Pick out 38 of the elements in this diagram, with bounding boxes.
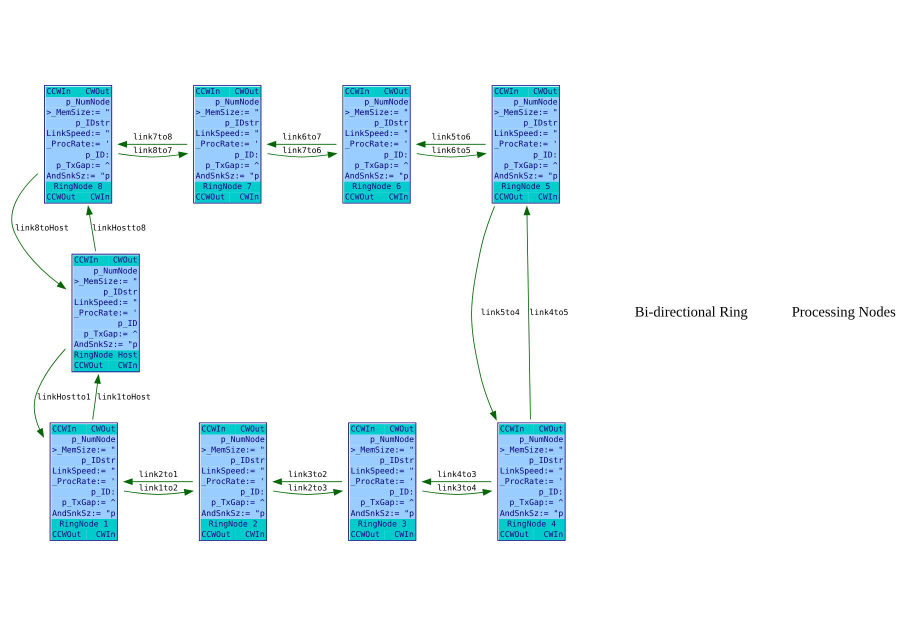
- edge-label: link5to4: [480, 306, 520, 317]
- label: Bi-directional Ring: [634, 304, 748, 320]
- arrow: [266, 140, 337, 148]
- edge-label: link1to2: [138, 482, 178, 492]
- edge-label: link4to5: [529, 306, 568, 317]
- edge-label: link3to4: [437, 482, 476, 492]
- arrow: [92, 373, 101, 420]
- edge-label: link2to3: [288, 482, 328, 492]
- arrow: [11, 172, 66, 290]
- arrow: [272, 478, 342, 485]
- arrow: [122, 478, 194, 485]
- arrow: [118, 151, 188, 158]
- arrow: [416, 140, 486, 148]
- arrow: [272, 488, 344, 496]
- arrow: [416, 151, 487, 158]
- arrow: [86, 204, 96, 251]
- arrow: [524, 204, 531, 420]
- edge-label: link2to1: [138, 468, 178, 478]
- arrow: [421, 478, 492, 485]
- edge-label: link8to7: [133, 144, 172, 155]
- edge-label: link5to6: [432, 130, 471, 141]
- edge-label: link8toHost: [15, 222, 69, 232]
- label: Processing Nodes: [792, 304, 896, 320]
- edge-label: link6to5: [432, 144, 471, 155]
- edge-label: link1toHost: [97, 390, 151, 401]
- arrow: [117, 140, 188, 148]
- arrow: [124, 488, 194, 496]
- edge-label: linkHostto1: [37, 390, 91, 401]
- arrow: [471, 206, 497, 420]
- edge-label: link3to2: [288, 468, 328, 478]
- arrow: [267, 151, 338, 158]
- edge-label: linkHostto8: [92, 222, 146, 232]
- edge-label: link6to7: [282, 130, 322, 141]
- edge-label: link7to8: [133, 130, 172, 141]
- edge-label: link7to6: [282, 144, 322, 155]
- arrow: [34, 348, 66, 438]
- arrow: [422, 488, 492, 496]
- edge-label: link4to3: [437, 468, 476, 478]
